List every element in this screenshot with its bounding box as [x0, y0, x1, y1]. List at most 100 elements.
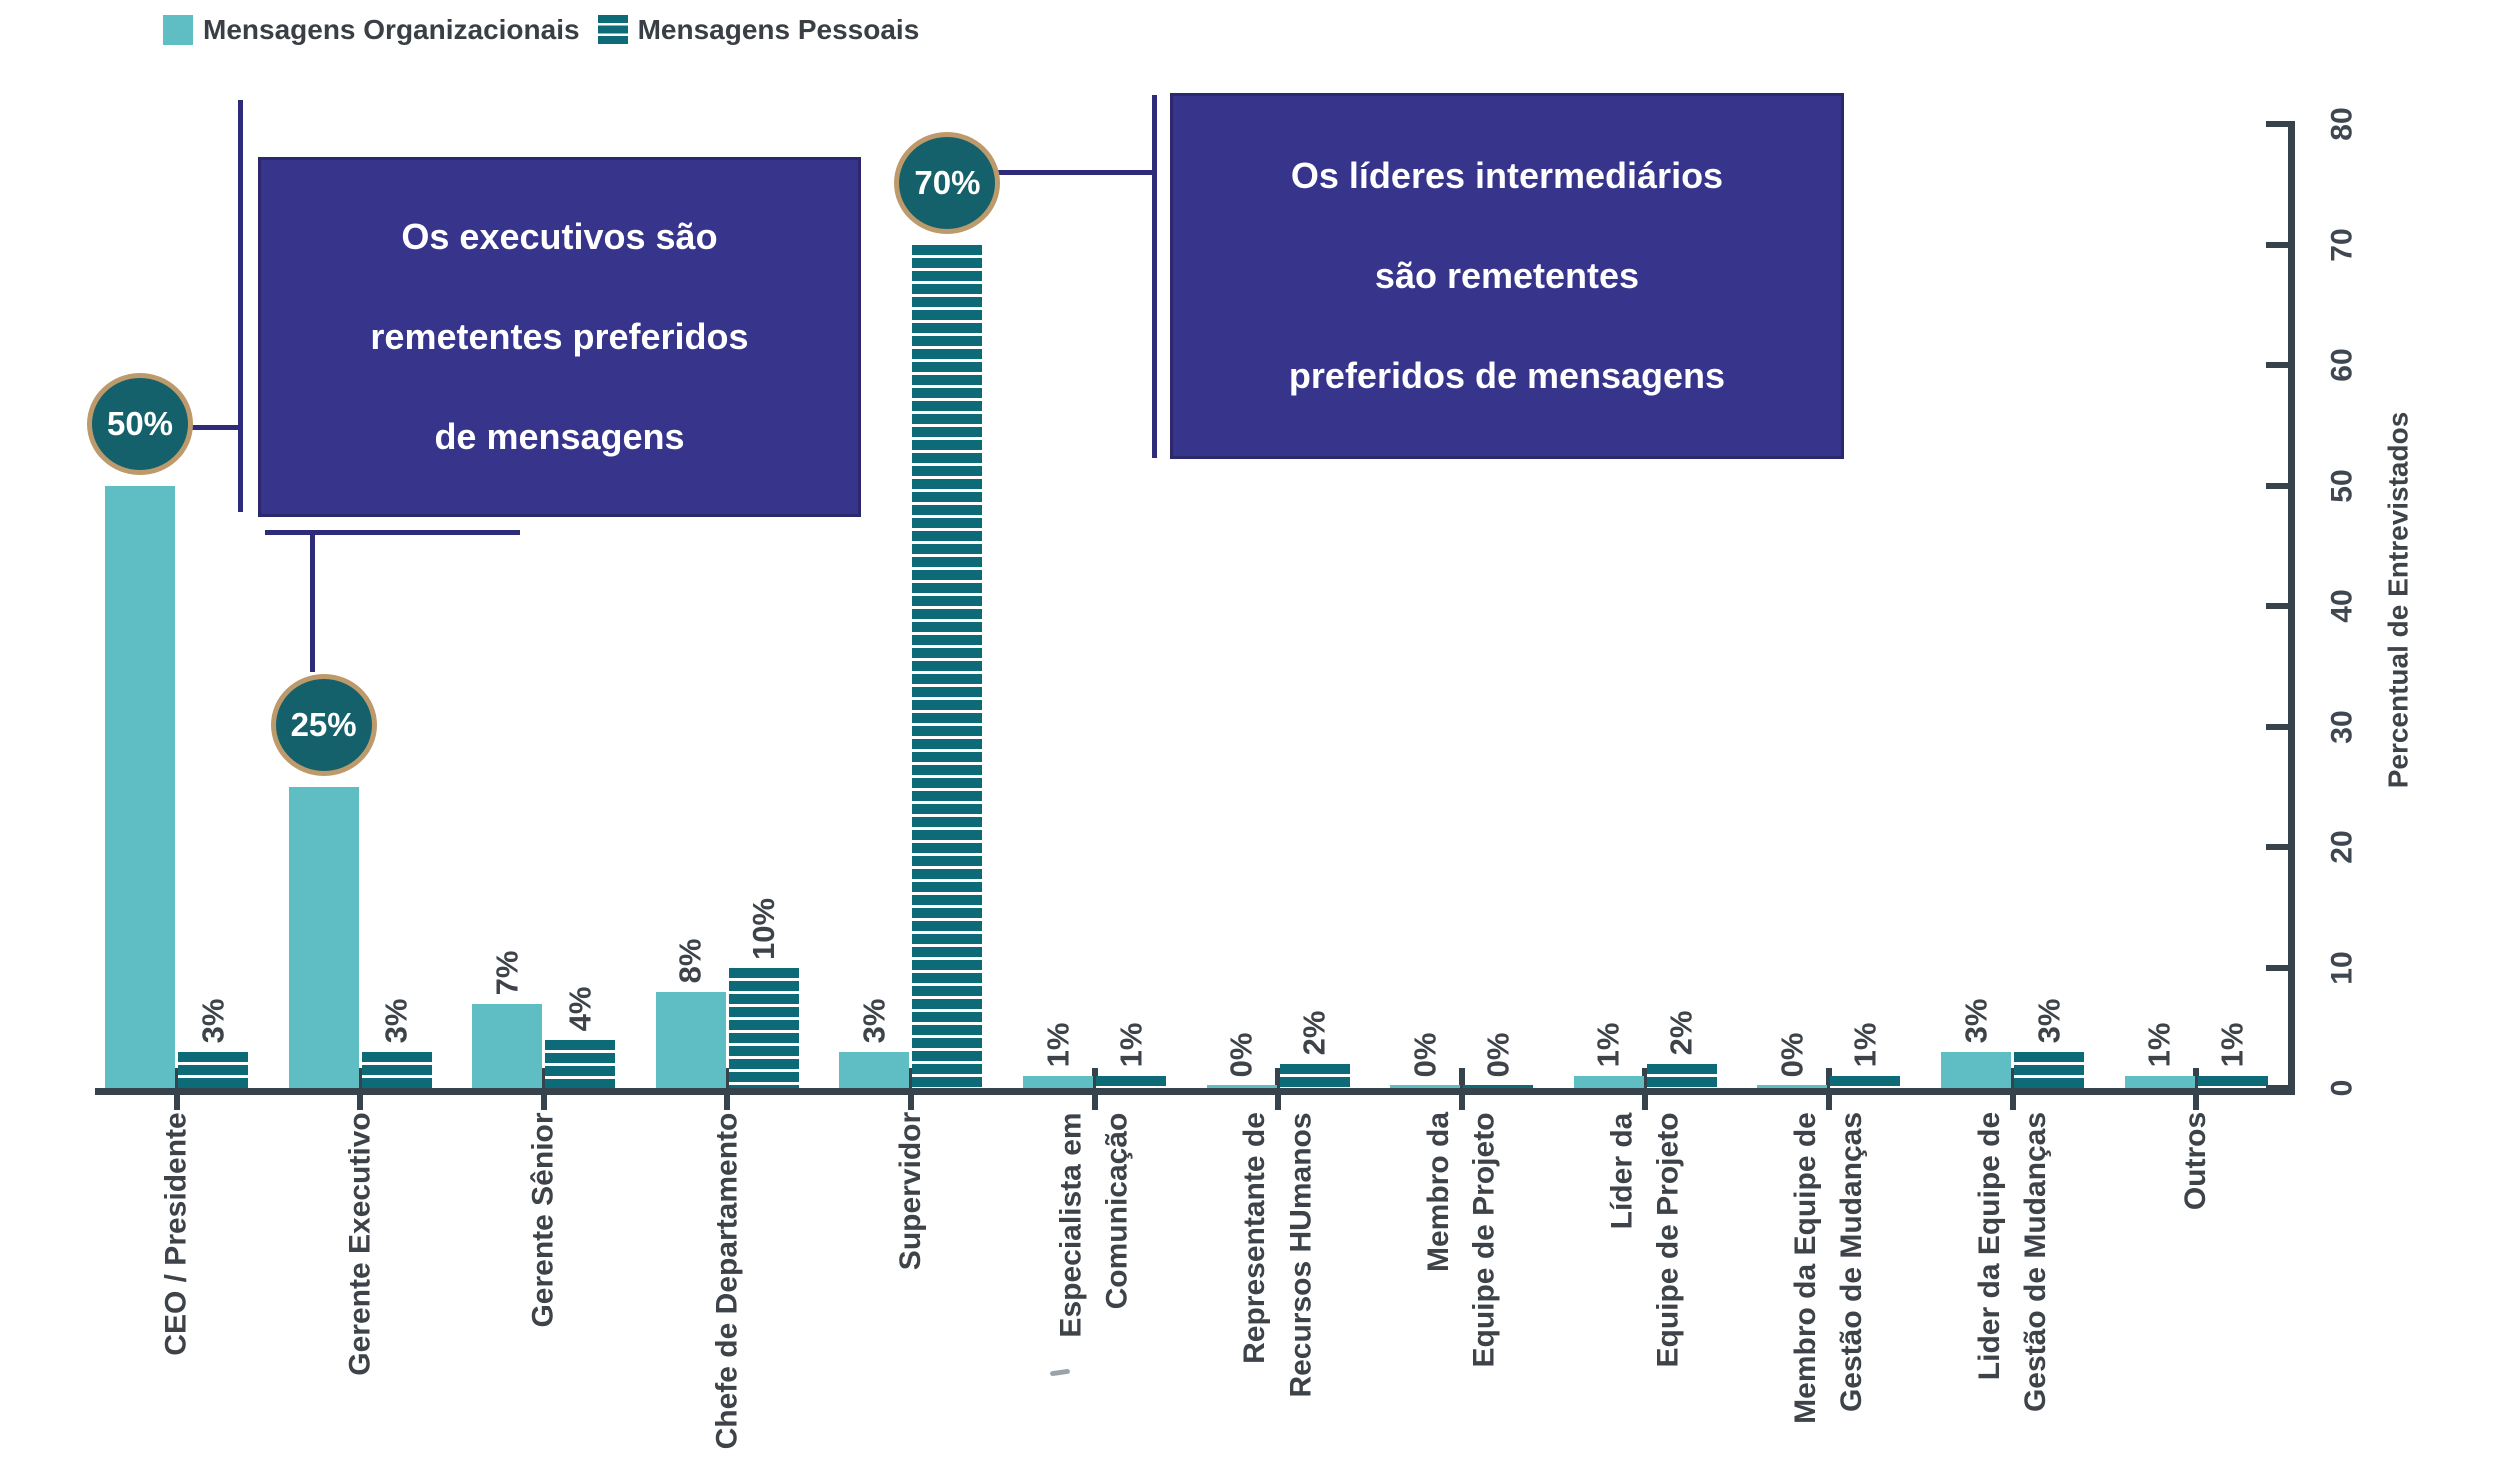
annotation-box1-line3: de mensagens — [434, 416, 685, 457]
legend: Mensagens Organizacionais Mensagens Pess… — [163, 14, 919, 46]
connector-box1-vertical — [238, 100, 243, 512]
y-tick-label-10: 10 — [2325, 950, 2359, 985]
category-label-10-line1: Gestão de Mudanças — [2018, 1111, 2052, 1413]
bar-pessoais-6 — [1279, 1063, 1350, 1088]
category-label-9-line0: Membro da Equipe de — [1788, 1112, 1822, 1424]
legend-item-pessoais: Mensagens Pessoais — [597, 14, 919, 46]
category-label-2-line0: Gerente Sênior — [526, 1111, 560, 1328]
category-label-7-line1: Equipe de Projeto — [1467, 1111, 1501, 1368]
connector-box1-underline — [265, 530, 520, 535]
y-tick-label-20: 20 — [2325, 830, 2359, 864]
badge-70-percent: 70% — [894, 131, 1001, 234]
bar-pessoais-3 — [728, 967, 799, 1088]
y-tick-label-50: 50 — [2325, 468, 2359, 503]
y-tick-label-0: 0 — [2324, 1079, 2358, 1097]
y-tick-label-70: 70 — [2325, 227, 2359, 262]
category-label-5-line0: Especialista em — [1054, 1111, 1088, 1338]
bar-pessoais-9 — [1830, 1075, 1901, 1088]
value-label-pes-10: 3% — [2030, 998, 2066, 1044]
y-tick-label-30: 30 — [2325, 709, 2359, 744]
bar-pessoais-10 — [2014, 1051, 2084, 1088]
y-tick-40 — [2266, 603, 2288, 609]
annotation-box2-line2: são remetentes — [1374, 255, 1640, 296]
y-tick-30 — [2266, 723, 2288, 730]
bar-organizacionais-3 — [655, 991, 726, 1088]
value-label-org-10: 3% — [1957, 998, 1993, 1044]
value-label-pes-3: 10% — [745, 897, 781, 960]
bar-pessoais-0 — [178, 1051, 248, 1088]
value-label-pes-5: 1% — [1112, 1023, 1148, 1068]
category-label-9-line1: Gestão de Mudanças — [1834, 1111, 1868, 1413]
bar-pessoais-5 — [1096, 1075, 1166, 1088]
bar-organizacionais-2 — [472, 1003, 543, 1088]
bar-organizacionais-5 — [1023, 1075, 1093, 1088]
bar-organizacionais-0 — [105, 485, 175, 1088]
badge-25-percent: 25% — [270, 673, 377, 776]
category-label-6-line1: Recursos HUmanos — [1284, 1111, 1318, 1398]
bar-organizacionais-6 — [1206, 1085, 1277, 1088]
category-label-4-line0: Supervidor — [894, 1111, 928, 1271]
bar-pessoais-7 — [1463, 1085, 1534, 1088]
value-label-org-6: 0% — [1223, 1032, 1259, 1077]
y-tick-70 — [2266, 241, 2288, 248]
y-tick-50 — [2266, 482, 2288, 489]
connector-badge25-vertical — [310, 530, 315, 672]
y-tick-20 — [2266, 844, 2288, 850]
legend-item-organizacionais: Mensagens Organizacionais — [163, 14, 580, 46]
annotation-box1-line1: Os executivos são — [401, 216, 718, 257]
connector-badge50-horizontal — [188, 425, 241, 430]
bar-pessoais-1 — [361, 1051, 432, 1088]
category-label-7-line0: Membro da — [1421, 1111, 1455, 1273]
value-label-org-7: 0% — [1407, 1032, 1443, 1077]
category-label-10-line0: Lider da Equipe de — [1972, 1111, 2006, 1381]
value-label-org-3: 8% — [672, 938, 708, 984]
bar-organizacionais-1 — [288, 786, 359, 1088]
y-tick-10 — [2266, 964, 2288, 971]
value-label-org-4: 3% — [856, 998, 892, 1044]
annotation-box2-line1: Os líderes intermediários — [1290, 155, 1724, 196]
connector-box2-vertical — [1152, 95, 1157, 458]
bar-organizacionais-8 — [1573, 1075, 1644, 1088]
stray-mark — [1049, 1368, 1071, 1377]
value-label-pes-2: 4% — [562, 986, 598, 1032]
bar-pessoais-11 — [2197, 1075, 2268, 1088]
y-tick-label-60: 60 — [2325, 348, 2359, 382]
bar-organizacionais-4 — [839, 1051, 910, 1088]
category-label-1-line0: Gerente Executivo — [343, 1111, 377, 1376]
annotation-box-lideres: Os líderes intermediários são remetentes… — [1170, 93, 1844, 459]
annotation-box2-line3: preferidos de mensagens — [1288, 355, 1726, 396]
category-label-0-line0: CEO / Presidente — [159, 1111, 193, 1356]
connector-badge70-horizontal — [994, 170, 1152, 175]
value-label-org-2: 7% — [489, 950, 525, 996]
category-label-8-line1: Equipe de Projeto — [1651, 1111, 1685, 1368]
bar-organizacionais-7 — [1390, 1085, 1461, 1088]
value-label-pes-7: 0% — [1480, 1032, 1516, 1077]
y-tick-80 — [2266, 121, 2288, 127]
bar-organizacionais-11 — [2124, 1075, 2195, 1088]
value-label-org-8: 1% — [1590, 1023, 1626, 1068]
badge-50-percent: 50% — [87, 372, 193, 475]
y-axis-line — [2288, 121, 2295, 1095]
y-tick-label-40: 40 — [2325, 589, 2359, 623]
category-label-6-line0: Representante de — [1237, 1112, 1271, 1364]
annotation-box-executivos: Os executivos são remetentes preferidos … — [258, 157, 861, 517]
value-label-pes-6: 2% — [1296, 1010, 1332, 1056]
bar-pessoais-8 — [1646, 1063, 1717, 1088]
y-tick-label-80: 80 — [2325, 107, 2359, 141]
legend-label-organizacionais: Mensagens Organizacionais — [203, 14, 580, 45]
legend-swatch-organizacionais-icon — [163, 15, 193, 45]
value-label-org-11: 1% — [2141, 1023, 2177, 1068]
value-label-pes-9: 1% — [1847, 1023, 1883, 1068]
value-label-org-9: 0% — [1774, 1032, 1810, 1077]
annotation-box1-line2: remetentes preferidos — [370, 316, 749, 357]
y-tick-60 — [2266, 362, 2288, 368]
bar-pessoais-2 — [545, 1039, 616, 1088]
category-label-5-line1: Comunicação — [1100, 1112, 1134, 1309]
category-label-3-line0: Chefe de Departamento — [710, 1112, 744, 1449]
x-axis-baseline — [95, 1088, 2295, 1095]
category-label-11-line0: Outros — [2179, 1111, 2213, 1211]
y-axis-title: Percentual de Entrevistados — [2381, 411, 2413, 789]
bar-pessoais-4 — [912, 244, 983, 1088]
category-label-8-line0: Líder da — [1605, 1112, 1639, 1229]
